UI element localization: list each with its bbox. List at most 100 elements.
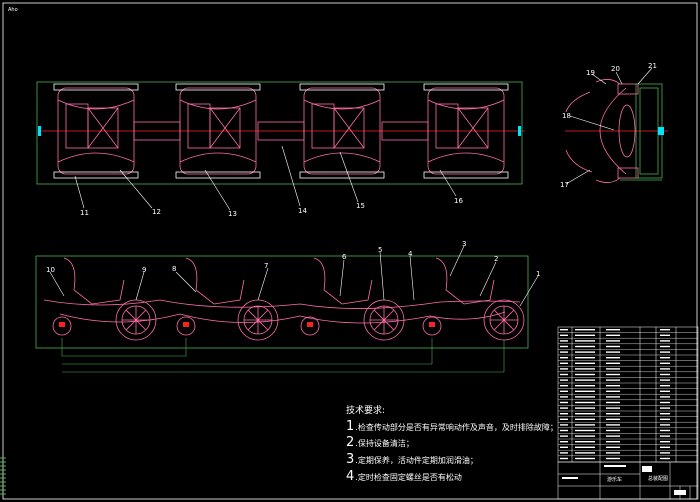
parts-list-text-mark	[560, 441, 568, 443]
parts-list-text-mark	[575, 424, 595, 426]
parts-list-text-mark	[606, 407, 620, 409]
callout-1: 1	[536, 270, 540, 278]
parts-list-text-mark	[660, 424, 670, 426]
large-wheels	[115, 299, 525, 341]
requirement-item-4: 4.定时检查固定螺丝是否有松动	[346, 469, 462, 484]
parts-list-text-mark	[606, 334, 620, 336]
title-block-label-a: 游乐车	[607, 477, 623, 483]
callout-2: 2	[494, 255, 498, 263]
callout-3: 3	[462, 240, 466, 248]
callout-4: 4	[408, 250, 413, 258]
parts-list-text-mark	[606, 457, 620, 460]
parts-list-text-mark	[560, 407, 568, 409]
parts-list-text-mark	[560, 340, 568, 342]
parts-list-text-mark	[560, 373, 568, 376]
parts-list-text-mark	[660, 390, 670, 392]
parts-list-text-mark	[660, 385, 670, 387]
parts-list-text-mark	[660, 429, 670, 432]
callout-13: 13	[228, 210, 237, 218]
parts-list-text-mark	[660, 446, 670, 448]
parts-list-text-mark	[575, 407, 595, 409]
parts-list-text-mark	[575, 351, 595, 353]
parts-list-text-mark	[575, 446, 595, 448]
parts-list-text-mark	[575, 362, 595, 364]
title-block-label-b: 总装配图	[648, 476, 669, 482]
parts-list-text-mark	[560, 329, 568, 331]
parts-list-text-mark	[660, 452, 670, 454]
callout-11: 11	[80, 209, 89, 217]
parts-list-text-mark	[560, 413, 568, 415]
parts-list-text-mark	[575, 379, 595, 381]
parts-list-text-mark	[606, 396, 620, 398]
parts-list-text-mark	[575, 334, 595, 336]
end-caps	[38, 126, 521, 136]
parts-list-text-mark	[660, 441, 670, 443]
parts-list-text-mark	[606, 379, 620, 381]
small-wheels	[52, 316, 442, 336]
parts-list-text-mark	[660, 345, 670, 348]
parts-list-text-mark	[660, 334, 670, 336]
parts-list-text-mark	[660, 457, 670, 460]
callout-5: 5	[378, 246, 382, 254]
parts-list-text-mark	[575, 357, 595, 359]
parts-list-text-mark	[575, 368, 595, 370]
parts-list-text-mark	[560, 396, 568, 398]
front-view-outline	[35, 255, 529, 349]
parts-list-text-mark	[560, 334, 568, 336]
parts-list-text-mark	[660, 413, 670, 415]
requirements-title: 技术要求:	[346, 406, 386, 416]
parts-list-text-mark	[660, 362, 670, 364]
parts-list-text-mark	[606, 441, 620, 443]
parts-list-text-mark	[560, 452, 568, 454]
parts-list-text-mark	[575, 385, 595, 387]
parts-list-text-mark	[606, 345, 620, 348]
parts-list-text-mark	[606, 368, 620, 370]
parts-list-text-mark	[560, 457, 568, 460]
parts-list-text-mark	[606, 435, 620, 437]
parts-list-text-mark	[660, 407, 670, 409]
parts-list-text-mark	[606, 340, 620, 342]
parts-list-text-mark	[575, 401, 595, 404]
parts-list-text-mark	[575, 429, 595, 432]
parts-list-text-mark	[575, 435, 595, 437]
parts-list-text-mark	[660, 379, 670, 381]
parts-list-text-mark	[606, 424, 620, 426]
top-callouts: 11 12 13 14 15 16	[80, 197, 463, 218]
callout-16: 16	[454, 197, 463, 205]
parts-list-text-mark	[575, 340, 595, 342]
car-unit-2	[175, 83, 261, 179]
front-leaders	[49, 245, 539, 307]
callout-8: 8	[172, 265, 176, 273]
parts-list-text-mark	[575, 373, 595, 376]
parts-list-text-mark	[560, 401, 568, 404]
parts-list-text-mark	[560, 424, 568, 426]
parts-list-text-mark	[606, 362, 620, 364]
parts-list-text-mark	[606, 429, 620, 432]
parts-list-text-mark	[560, 390, 568, 392]
callout-9: 9	[142, 266, 146, 274]
top-view: 11 12 13 14 15 16	[36, 81, 525, 218]
parts-list-text-mark	[606, 452, 620, 454]
parts-list-text-mark	[606, 373, 620, 376]
corner-tag: Aho	[8, 7, 18, 13]
parts-list-text-mark	[575, 345, 595, 348]
parts-list-text-mark	[660, 435, 670, 437]
parts-list-text-mark	[606, 329, 620, 331]
parts-list-text-mark	[660, 351, 670, 353]
car-unit-3	[299, 83, 385, 179]
car-unit-1	[53, 83, 139, 179]
parts-list-text-mark	[660, 329, 670, 331]
car-unit-4	[423, 83, 509, 179]
end-cap-right	[658, 127, 664, 135]
dimension-lines	[61, 338, 505, 373]
parts-list-text-mark	[606, 357, 620, 359]
callout-10: 10	[46, 266, 55, 274]
callout-19: 19	[586, 69, 595, 77]
parts-list-text-mark	[560, 345, 568, 348]
end-view: 17 18 19 20 21	[560, 62, 668, 189]
top-view-outline	[36, 81, 523, 185]
parts-list-text-mark	[575, 441, 595, 443]
top-leaders	[74, 145, 457, 211]
parts-list-text-mark	[606, 385, 620, 387]
